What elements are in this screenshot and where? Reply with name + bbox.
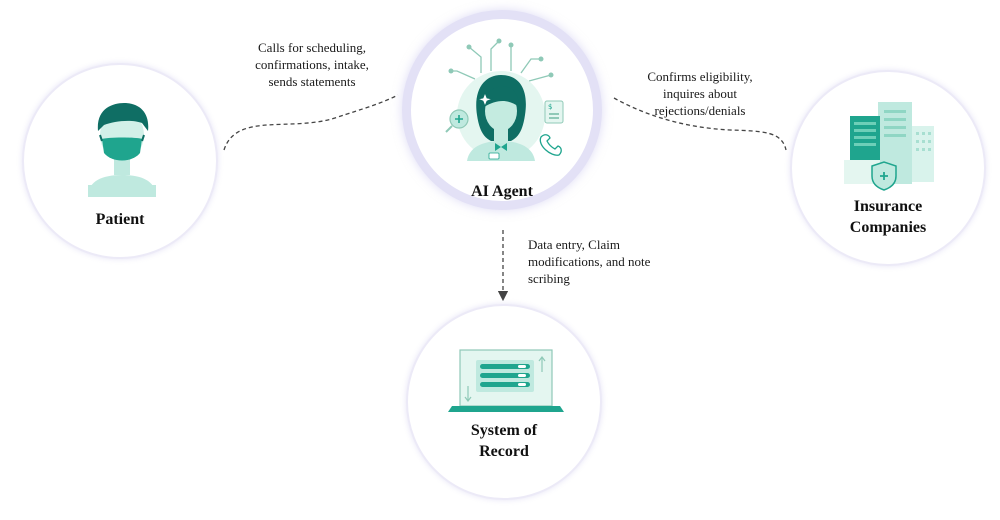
office-buildings-icon	[844, 102, 934, 191]
edge-agent-insurance	[613, 97, 787, 151]
node-insurance-companies: Insurance Companies	[790, 70, 986, 266]
laptop-icon	[448, 349, 564, 412]
node-patient-label: Patient	[95, 211, 145, 228]
edge-label-agent-record: Data entry, Claim modifications, and not…	[528, 237, 651, 286]
edge-patient-agent	[223, 94, 399, 151]
node-ai-agent-label: AI Agent	[471, 183, 533, 200]
edge-label-agent-insurance: Confirms eligibility, inquires about rej…	[647, 69, 753, 118]
node-patient: Patient	[22, 63, 218, 259]
edge-label-patient-agent: Calls for scheduling, confirmations, int…	[255, 40, 369, 89]
phone-icon	[539, 134, 562, 156]
node-insurance-label: Insurance Companies	[849, 198, 927, 236]
node-system-of-record: System of Record	[406, 304, 602, 500]
shield-plus-icon	[871, 161, 897, 191]
svg-text:$: $	[548, 103, 552, 111]
node-ai-agent: $ AI Agent	[402, 10, 602, 210]
document-icon: $	[544, 100, 564, 124]
patient-avatar-icon	[88, 103, 156, 197]
node-record-label: System of Record	[470, 422, 538, 460]
ai-agent-avatar-icon: $	[445, 38, 564, 161]
